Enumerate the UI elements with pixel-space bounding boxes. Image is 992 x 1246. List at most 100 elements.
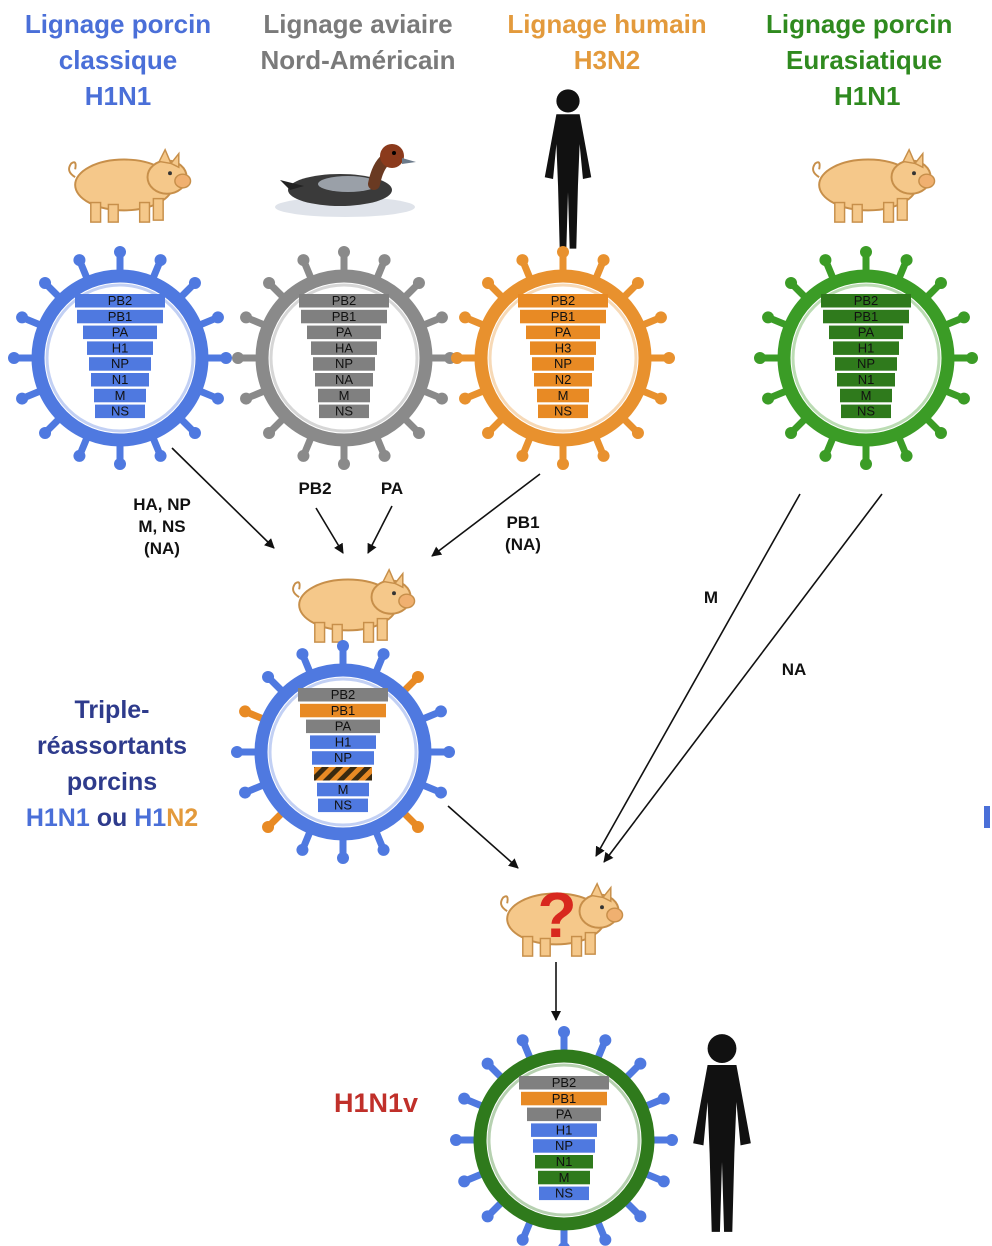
spike-tip [557,246,569,258]
segment-label: NA [335,372,353,387]
spike-tip [450,1134,462,1146]
spike-tip [762,393,774,405]
segment-label: PB2 [551,293,576,308]
spike-tip [966,352,978,364]
pig-icon-classical [69,150,190,222]
spike-tip [632,277,644,289]
segment-label: M [339,388,350,403]
triple-h1n1: H1N1 [26,804,90,832]
segment-label: H1 [112,340,129,355]
triple-line2: réassortants [4,728,220,764]
spike-tip [212,393,224,405]
segment-label: H1 [335,734,352,749]
spike-tip [634,1210,646,1222]
spike-tip [262,671,274,683]
spike-tip [39,277,51,289]
segment-label: NP [554,356,572,371]
spike-tip [517,1234,529,1246]
segment-label: N1 [556,1154,573,1169]
spike-tip [599,1234,611,1246]
spike-tip [296,844,308,856]
spike-tip [378,648,390,660]
spike-tip [482,1210,494,1222]
segment-label: NS [335,404,353,419]
spike-tip [666,1134,678,1146]
spike-tip [598,254,610,266]
spike-tip [451,352,463,364]
arrow-triple [448,806,518,868]
spike-tip [155,450,167,462]
spike-tip [297,254,309,266]
segment-label: PB1 [854,309,879,324]
spike-tip [412,671,424,683]
spike-tip [935,277,947,289]
segment-label: NS [555,1186,573,1201]
spike-tip [557,458,569,470]
segment-label: PA [858,325,875,340]
spike-tip [232,352,244,364]
spike-tip [413,277,425,289]
human-icon-top [545,89,591,248]
spike-tip [413,427,425,439]
gene-label-eurasian-m: M [696,587,726,609]
segment-label: M [861,388,872,403]
spike-tip [220,352,232,364]
spike-tip [443,746,455,758]
spike-tip [240,311,252,323]
spike-tip [8,352,20,364]
spike-tip [599,1034,611,1046]
spike-tip [655,311,667,323]
spike-tip [458,1175,470,1187]
segment-hatched [314,767,372,781]
virus-lineage-1: PB2PB1PAHANPNAMNS [232,246,456,470]
gene-classical-text: HA, NP M, NS (NA) [112,494,212,560]
segment-label: PA [556,1107,573,1122]
segment-label: PB2 [331,687,356,702]
arrow-avian-pb2 [316,508,343,553]
segment-label: NS [334,798,352,813]
spike-tip [239,705,251,717]
segment-label: M [338,782,349,797]
spike-tip [517,1034,529,1046]
question-mark: ? [532,880,582,950]
spike-tip [958,311,970,323]
gene-label-avian-pa: PA [372,478,412,500]
segment-label: M [115,388,126,403]
triple-n2: N2 [166,804,198,832]
spike-tip [558,1242,570,1246]
segment-label: H3 [555,340,572,355]
spike-tip [516,254,528,266]
spike-tip [958,393,970,405]
segment-label: N2 [555,372,572,387]
segment-label: PA [555,325,572,340]
spike-tip [598,450,610,462]
segment-label: NP [334,750,352,765]
gene-label-avian-pb2: PB2 [290,478,340,500]
spike-tip [819,254,831,266]
spike-tip [297,450,309,462]
spike-tip [458,1093,470,1105]
spike-tip [73,254,85,266]
spike-tip [189,277,201,289]
arrow-eurasian-m [596,494,800,856]
spike-tip [558,1026,570,1038]
segment-label: NP [857,356,875,371]
spike-tip [296,648,308,660]
spike-tip [240,393,252,405]
spike-tip [379,254,391,266]
spike-tip [435,705,447,717]
arrow-avian-pa [368,506,392,553]
triple-ou: ou [97,804,128,832]
segment-label: M [559,1170,570,1185]
spike-tip [901,254,913,266]
triple-line3: porcins [4,764,220,800]
spike-tip [378,844,390,856]
segment-label: PB1 [332,309,357,324]
spike-tip [155,254,167,266]
triple-line4: H1N1 ou H1N2 [4,800,220,836]
duck-icon [275,144,416,217]
spike-tip [16,311,28,323]
virus-h1n1v: PB2PB1PAH1NPN1MNS [450,1026,678,1246]
spike-tip [459,393,471,405]
